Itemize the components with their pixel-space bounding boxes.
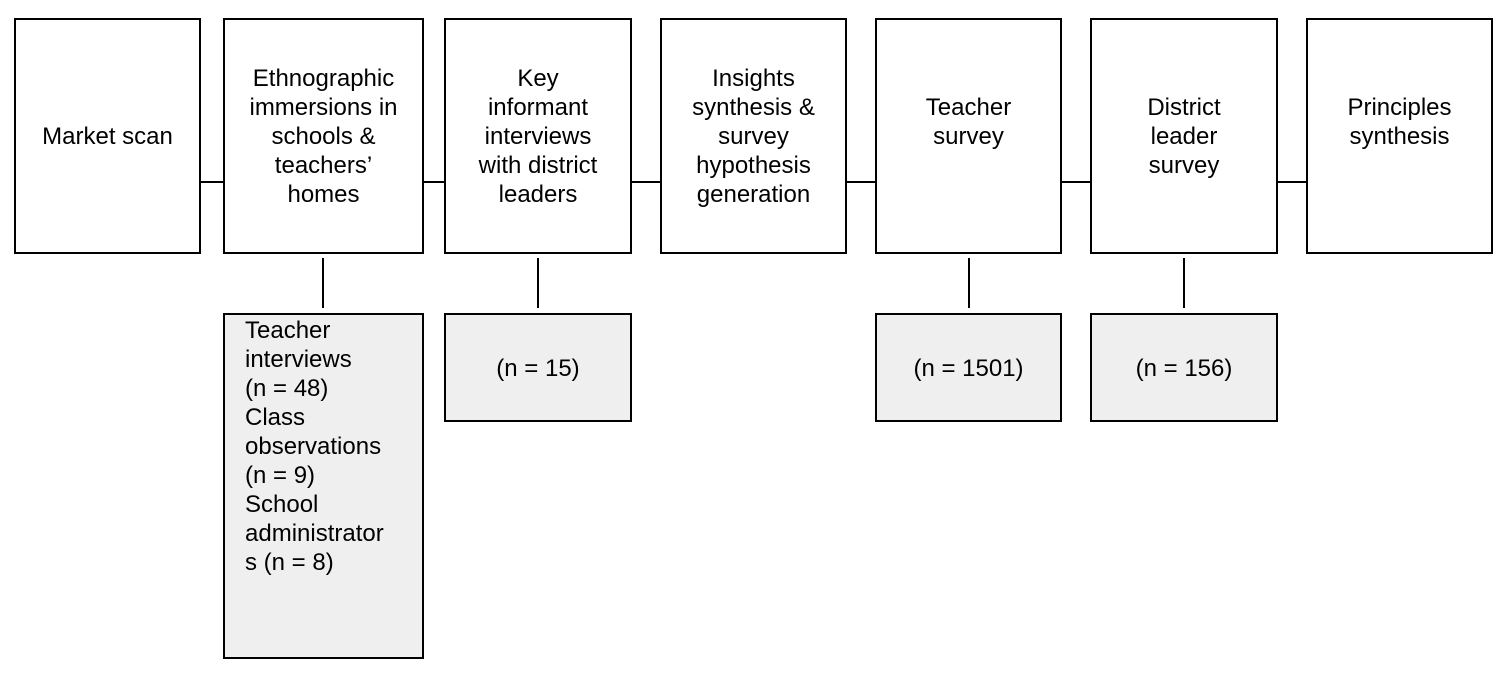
stage-ethnographic-immersions-label: Ethnographic immersions in schools & tea… <box>249 64 398 208</box>
stage-teacher-survey: Teacher survey <box>875 18 1062 254</box>
detail-ethnographic: Teacher interviews (n = 48) Class observ… <box>223 313 424 659</box>
stage-district-leader-survey-label: District leader survey <box>1147 93 1221 179</box>
connector-district-survey-to-details <box>1183 258 1185 308</box>
stage-key-informant-interviews-label: Key informant interviews with district l… <box>478 64 598 208</box>
detail-ethnographic-text: Teacher interviews (n = 48) Class observ… <box>245 316 384 576</box>
detail-key-informant: (n = 15) <box>444 313 632 422</box>
connector-ethnographic-to-details <box>322 258 324 308</box>
connector-district-to-principles <box>1277 181 1307 183</box>
detail-district-survey-text: (n = 156) <box>1135 355 1233 382</box>
detail-district-survey: (n = 156) <box>1090 313 1278 422</box>
stage-teacher-survey-label: Teacher survey <box>925 94 1012 150</box>
stage-insights-synthesis: Insights synthesis & survey hypothesis g… <box>660 18 847 254</box>
connector-market-to-ethnographic <box>200 181 224 183</box>
connector-insights-to-teacher-survey <box>846 181 876 183</box>
connector-ethnographic-to-key-informant <box>423 181 445 183</box>
connector-teacher-to-district-survey <box>1061 181 1091 183</box>
connector-key-informant-to-details <box>537 258 539 308</box>
detail-teacher-survey: (n = 1501) <box>875 313 1062 422</box>
connector-key-informant-to-insights <box>631 181 661 183</box>
detail-teacher-survey-text: (n = 1501) <box>913 355 1024 382</box>
detail-key-informant-text: (n = 15) <box>496 355 580 382</box>
stage-key-informant-interviews: Key informant interviews with district l… <box>444 18 632 254</box>
stage-market-scan: Market scan <box>14 18 201 254</box>
stage-insights-synthesis-label: Insights synthesis & survey hypothesis g… <box>692 64 815 208</box>
stage-ethnographic-immersions: Ethnographic immersions in schools & tea… <box>223 18 424 254</box>
stage-district-leader-survey: District leader survey <box>1090 18 1278 254</box>
stage-principles-synthesis-label: Principles synthesis <box>1347 94 1452 150</box>
stage-market-scan-label: Market scan <box>42 122 173 150</box>
stage-principles-synthesis: Principles synthesis <box>1306 18 1493 254</box>
connector-teacher-survey-to-details <box>968 258 970 308</box>
